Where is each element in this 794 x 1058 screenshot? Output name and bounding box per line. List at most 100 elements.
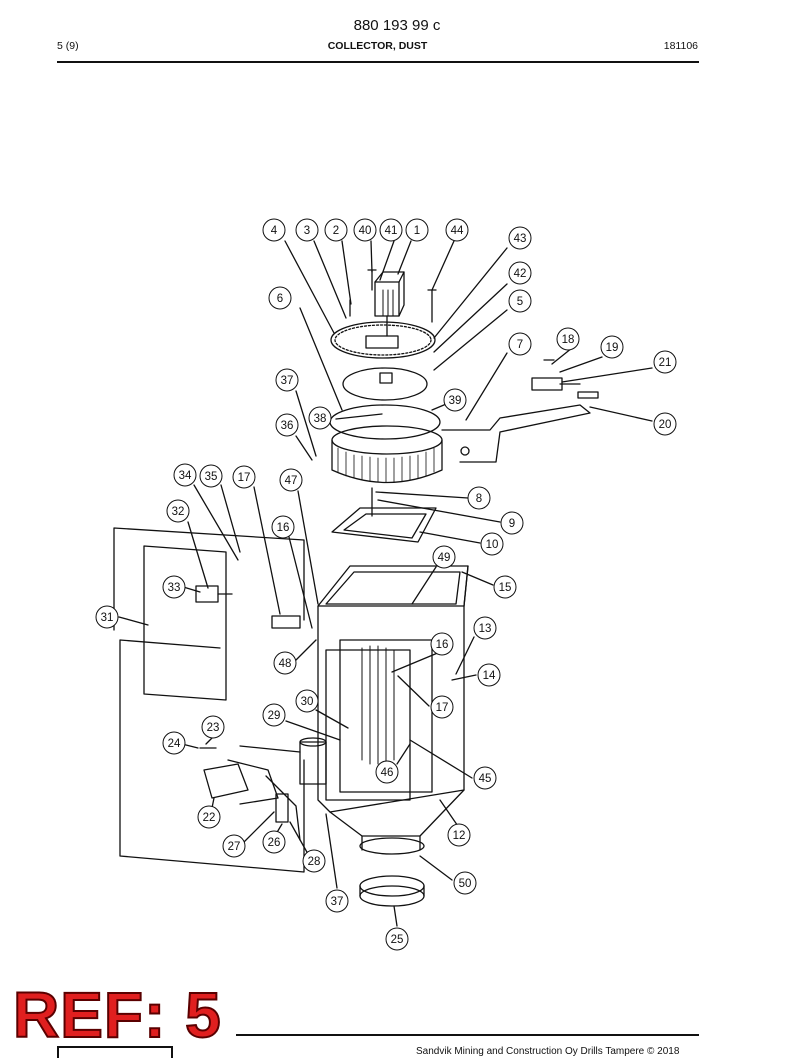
callout-26: 26: [262, 830, 286, 854]
callout-label: 17: [436, 702, 449, 714]
callout-47: 47: [279, 468, 303, 492]
callout-circle: [385, 927, 409, 951]
callout-50: 50: [453, 871, 477, 895]
callout-16: 16: [271, 515, 295, 539]
callout-circle: [262, 218, 286, 242]
callout-circle: [443, 388, 467, 412]
callout-circle: [268, 286, 292, 310]
callout-16: 16: [430, 632, 454, 656]
callout-label: 10: [486, 539, 499, 551]
callout-label: 13: [479, 623, 492, 635]
callout-label: 27: [228, 841, 241, 853]
callout-43: 43: [508, 226, 532, 250]
callout-label: 32: [172, 506, 185, 518]
callout-28: 28: [302, 849, 326, 873]
callout-circle: [600, 335, 624, 359]
callout-3: 3: [295, 218, 319, 242]
callout-circle: [324, 218, 348, 242]
callout-17: 17: [430, 695, 454, 719]
callout-label: 44: [451, 225, 464, 237]
callout-circle: [473, 766, 497, 790]
callout-30: 30: [295, 689, 319, 713]
callout-label: 15: [499, 582, 512, 594]
callout-2: 2: [324, 218, 348, 242]
callout-40: 40: [353, 218, 377, 242]
callout-37: 37: [275, 368, 299, 392]
callout-circle: [430, 695, 454, 719]
callout-label: 22: [203, 812, 216, 824]
callout-label: 19: [606, 342, 619, 354]
callout-label: 28: [308, 856, 321, 868]
callout-circle: [279, 468, 303, 492]
callout-label: 6: [277, 293, 283, 305]
callout-circle: [295, 689, 319, 713]
callout-label: 35: [205, 471, 218, 483]
callout-6: 6: [268, 286, 292, 310]
callout-42: 42: [508, 261, 532, 285]
callout-label: 36: [281, 420, 294, 432]
callout-circle: [379, 218, 403, 242]
callout-label: 9: [509, 518, 515, 530]
callout-label: 8: [476, 493, 482, 505]
callout-label: 40: [359, 225, 372, 237]
callout-circle: [453, 871, 477, 895]
callout-19: 19: [600, 335, 624, 359]
callout-label: 30: [301, 696, 314, 708]
callout-label: 20: [659, 419, 672, 431]
callout-25: 25: [385, 927, 409, 951]
callout-label: 34: [179, 470, 192, 482]
page-title: COLLECTOR, DUST: [327, 40, 428, 52]
callout-4: 4: [262, 218, 286, 242]
callout-48: 48: [273, 651, 297, 675]
callout-circle: [199, 464, 223, 488]
callout-46: 46: [375, 760, 399, 784]
callout-label: 12: [453, 830, 466, 842]
callout-12: 12: [447, 823, 471, 847]
callout-circle: [477, 663, 501, 687]
callout-label: 25: [391, 934, 404, 946]
callout-circle: [271, 515, 295, 539]
page-number: 5 (9): [57, 40, 79, 52]
callout-circle: [508, 332, 532, 356]
callout-44: 44: [445, 218, 469, 242]
callout-circle: [508, 289, 532, 313]
callout-circle: [473, 616, 497, 640]
callout-circle: [445, 218, 469, 242]
callout-circle: [308, 406, 332, 430]
callout-circle: [173, 463, 197, 487]
callout-circle: [353, 218, 377, 242]
callout-label: 16: [277, 522, 290, 534]
callout-label: 1: [414, 225, 420, 237]
document-number: 880 193 99 c: [353, 17, 441, 34]
callout-23: 23: [201, 715, 225, 739]
callout-circle: [508, 226, 532, 250]
callout-33: 33: [162, 575, 186, 599]
callout-label: 26: [268, 837, 281, 849]
callout-22: 22: [197, 805, 221, 829]
callout-1: 1: [405, 218, 429, 242]
callout-9: 9: [500, 511, 524, 535]
callout-circle: [222, 834, 246, 858]
callout-circle: [432, 545, 456, 569]
callout-circle: [275, 368, 299, 392]
callout-circle: [447, 823, 471, 847]
callout-38: 38: [308, 406, 332, 430]
callout-circle: [295, 218, 319, 242]
callout-10: 10: [480, 532, 504, 556]
callout-label: 29: [268, 710, 281, 722]
callout-32: 32: [166, 499, 190, 523]
callout-label: 23: [207, 722, 220, 734]
callout-49: 49: [432, 545, 456, 569]
callout-circle: [653, 350, 677, 374]
callout-label: 5: [517, 296, 523, 308]
callout-circle: [302, 849, 326, 873]
callout-label: 39: [449, 395, 462, 407]
callout-circle: [232, 465, 256, 489]
callout-label: 41: [385, 225, 398, 237]
footer-logo: [57, 1046, 173, 1058]
callout-circle: [508, 261, 532, 285]
callout-29: 29: [262, 703, 286, 727]
callout-circle: [375, 760, 399, 784]
callout-label: 42: [514, 268, 527, 280]
